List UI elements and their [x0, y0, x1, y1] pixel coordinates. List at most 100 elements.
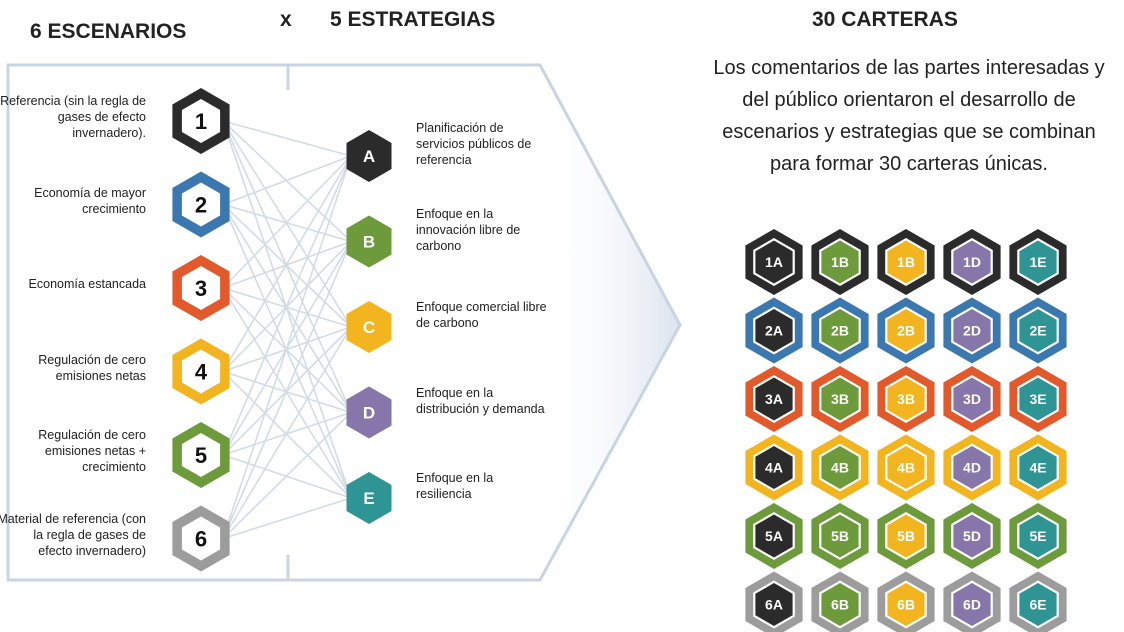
strategy-hex-shape	[346, 130, 392, 182]
scenario-hex-inner	[181, 182, 221, 227]
connector-lines	[222, 120, 352, 540]
portfolio-hex-label: 6D	[963, 597, 981, 613]
scenario-hex-2: 2	[172, 171, 230, 238]
connector-line	[222, 326, 352, 539]
scenarios-title: 6 ESCENARIOS	[30, 20, 187, 43]
strategy-hex-letter: A	[363, 147, 375, 166]
portfolio-hex-inner	[1019, 240, 1057, 284]
portfolio-hex-1B: 1B	[877, 229, 935, 295]
portfolio-hex-6B: 6B	[811, 571, 869, 632]
portfolio-hex-label: 5B	[897, 528, 915, 544]
description-text: Los comentarios de las partes interesada…	[713, 57, 1105, 175]
portfolio-hex-label: 3E	[1029, 391, 1046, 407]
portfolio-hex-inner	[755, 514, 793, 558]
strategy-hex-letter: D	[363, 404, 375, 423]
strategy-hex-letter: B	[363, 233, 375, 252]
connector-line	[222, 155, 352, 539]
portfolio-hex-label: 2B	[831, 323, 849, 339]
scenario-label-6: Material de referencia (con la regla de …	[0, 511, 146, 558]
scenario-hex-6: 6	[172, 505, 230, 572]
portfolio-hex-label: 1B	[831, 254, 849, 270]
portfolio-hex-inner	[821, 583, 859, 626]
portfolio-hex-label: 5D	[963, 528, 981, 544]
portfolio-hex-label: 3B	[831, 391, 849, 407]
portfolio-hex-inner	[887, 514, 925, 558]
arrow-fill	[540, 65, 680, 580]
scenario-hexagons: 1 2 3 4 5 6	[172, 88, 230, 572]
strategy-hex-letter: C	[363, 318, 375, 337]
portfolio-hex-inner	[755, 583, 793, 626]
portfolio-hex-1B: 1B	[811, 229, 869, 295]
portfolio-hex-6E: 6E	[1009, 571, 1067, 632]
scenario-hex-inner	[181, 99, 221, 143]
portfolio-hex-2E: 2E	[1009, 297, 1067, 364]
portfolio-hex-label: 1D	[963, 254, 981, 270]
portfolio-hex-2D: 2D	[943, 297, 1001, 364]
portfolio-hex-label: 3D	[963, 391, 981, 407]
portfolio-hex-4B: 4B	[811, 434, 869, 501]
portfolio-hex-label: 2A	[765, 323, 783, 339]
portfolio-hex-2A: 2A	[745, 297, 803, 364]
portfolio-hex-inner	[887, 240, 925, 284]
portfolio-hex-inner	[821, 309, 859, 352]
portfolio-hex-4B: 4B	[877, 434, 935, 501]
scenario-hex-number: 1	[195, 109, 207, 134]
portfolio-hex-label: 3A	[765, 391, 783, 407]
portfolio-hex-5A: 5A	[745, 503, 803, 569]
portfolio-hex-1A: 1A	[745, 229, 803, 295]
portfolio-hex-label: 2E	[1029, 323, 1046, 339]
strategy-hex-A: A	[346, 130, 392, 182]
portfolio-hex-2B: 2B	[877, 297, 935, 364]
strategy-hexagons: A B C D E	[346, 130, 392, 524]
scenario-hex-inner	[181, 516, 221, 561]
portfolio-hex-3A: 3A	[745, 366, 803, 432]
strategy-hex-letter: E	[363, 489, 374, 508]
portfolio-hex-1E: 1E	[1009, 229, 1067, 295]
strategy-hex-shape	[346, 472, 392, 524]
scenario-hex-5: 5	[172, 422, 230, 488]
portfolio-hex-inner	[953, 514, 991, 558]
portfolio-hex-inner	[1019, 309, 1057, 352]
scenario-hex-number: 6	[195, 527, 207, 552]
strategy-hex-D: D	[346, 386, 392, 439]
portfolio-hex-label: 2B	[897, 323, 915, 339]
portfolio-hex-inner	[821, 446, 859, 489]
portfolio-hex-inner	[953, 309, 991, 352]
portfolio-hex-5E: 5E	[1009, 503, 1067, 569]
times-sign: x	[280, 8, 292, 31]
scenario-hex-number: 5	[195, 443, 207, 468]
strategy-hex-shape	[346, 215, 392, 268]
portfolio-hex-3E: 3E	[1009, 366, 1067, 432]
strategy-hex-E: E	[346, 472, 392, 524]
connector-line	[222, 155, 352, 372]
strategy-label-A: Planificación de servicios públicos de r…	[416, 121, 532, 167]
portfolio-hex-inner	[1019, 514, 1057, 558]
portfolio-hex-label: 1A	[765, 254, 783, 270]
portfolio-hex-6D: 6D	[943, 571, 1001, 632]
portfolio-hex-label: 1E	[1029, 254, 1046, 270]
scenario-hex-4: 4	[172, 338, 230, 405]
portfolio-hex-4D: 4D	[943, 434, 1001, 501]
portfolio-hex-5D: 5D	[943, 503, 1001, 569]
connector-line	[222, 287, 352, 499]
portfolio-hex-label: 4E	[1029, 460, 1046, 476]
scenario-label-1: Referencia (sin la regla de gases de efe…	[0, 94, 146, 140]
portfolio-hex-4A: 4A	[745, 434, 803, 501]
connector-line	[222, 287, 352, 414]
portfolio-hex-3B: 3B	[811, 366, 869, 432]
portfolio-hex-label: 4B	[897, 460, 915, 476]
scenario-hex-inner	[181, 349, 221, 394]
strategy-hex-B: B	[346, 215, 392, 268]
portfolio-hex-5B: 5B	[877, 503, 935, 569]
portfolio-hex-label: 5E	[1029, 528, 1046, 544]
strategy-label-C: Enfoque comercial libre de carbono	[416, 300, 547, 330]
portfolio-hex-inner	[821, 240, 859, 284]
scenario-hex-number: 3	[195, 276, 207, 301]
panel-outline	[6, 63, 682, 582]
portfolio-hex-inner	[887, 309, 925, 352]
portfolio-hex-label: 4A	[765, 460, 783, 476]
connector-line	[222, 411, 352, 540]
portfolio-hex-inner	[953, 446, 991, 489]
portfolio-hex-inner	[953, 240, 991, 284]
